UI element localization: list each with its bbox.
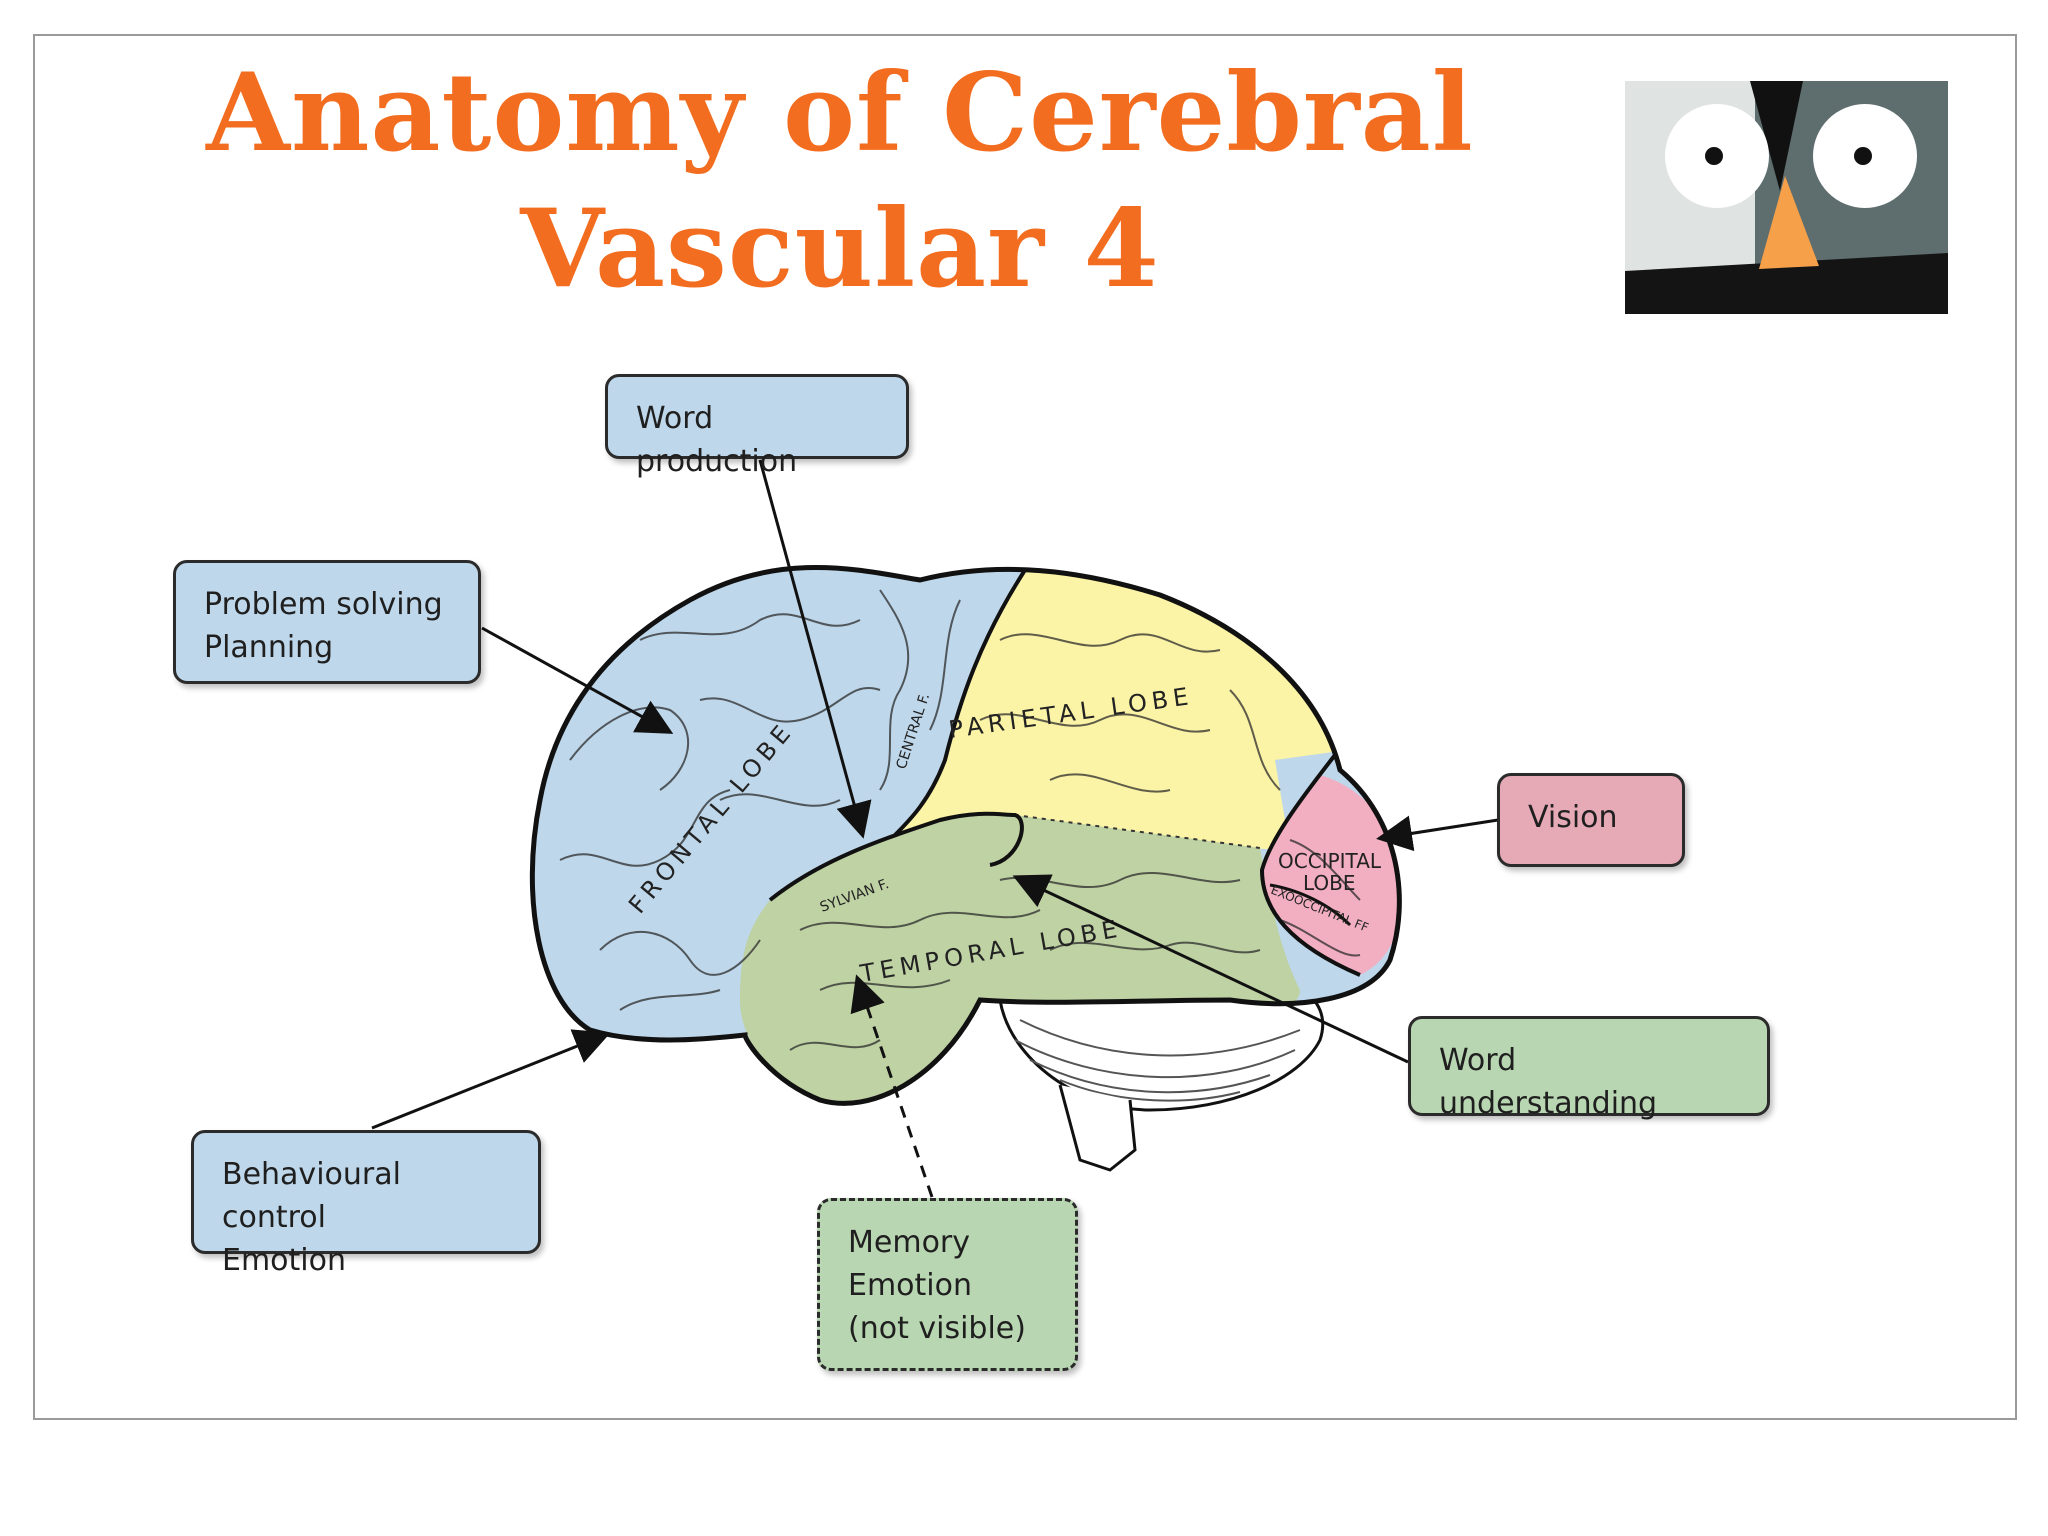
callout-memory-line-2: Emotion: [848, 1268, 972, 1303]
callout-memory-line-1: Memory: [848, 1225, 971, 1260]
callout-word-understanding-line-1: Word understanding: [1439, 1043, 1658, 1121]
callout-vision-line-1: Vision: [1528, 800, 1618, 835]
brain-outline: [529, 565, 1402, 1106]
callout-behavioural-line-2: Emotion: [222, 1243, 346, 1278]
title-line-2: Vascular 4: [520, 186, 1160, 312]
callout-problem-solving: Problem solving Planning: [173, 560, 481, 684]
callout-memory: Memory Emotion (not visible): [817, 1198, 1078, 1371]
callout-memory-line-3: (not visible): [848, 1311, 1026, 1346]
label-occipital-1: OCCIPITAL: [1278, 849, 1382, 873]
arrow-vision: [1376, 815, 1499, 852]
temporal-lobe: [740, 813, 1300, 1104]
title-line-1: Anatomy of Cerebral: [206, 50, 1474, 176]
callout-vision: Vision: [1497, 773, 1685, 867]
callout-problem-solving-line-1: Problem solving: [204, 587, 443, 622]
arrow-word-production: [758, 459, 872, 839]
callout-word-understanding: Word understanding: [1408, 1016, 1770, 1121]
arrow-word-understanding: [1012, 874, 1409, 1064]
occipital-lobe: [1262, 775, 1400, 975]
label-occipital-2: LOBE: [1303, 871, 1356, 895]
arrow-behavioural: [371, 1029, 611, 1130]
callout-behavioural-line-1: Behavioural control: [222, 1157, 401, 1235]
arrow-memory: [850, 974, 934, 1198]
callout-word-production-line-1: Word production: [636, 401, 798, 479]
callout-problem-solving-line-2: Planning: [204, 630, 334, 665]
arrow-problem-solving: [481, 626, 674, 734]
callout-behavioural: Behavioural control Emotion: [191, 1130, 541, 1278]
owl-logo: [1625, 81, 1948, 314]
callout-word-production: Word production: [605, 374, 909, 479]
cerebellum: [998, 983, 1325, 1172]
page-title: Anatomy of Cerebral Vascular 4: [190, 45, 1490, 317]
